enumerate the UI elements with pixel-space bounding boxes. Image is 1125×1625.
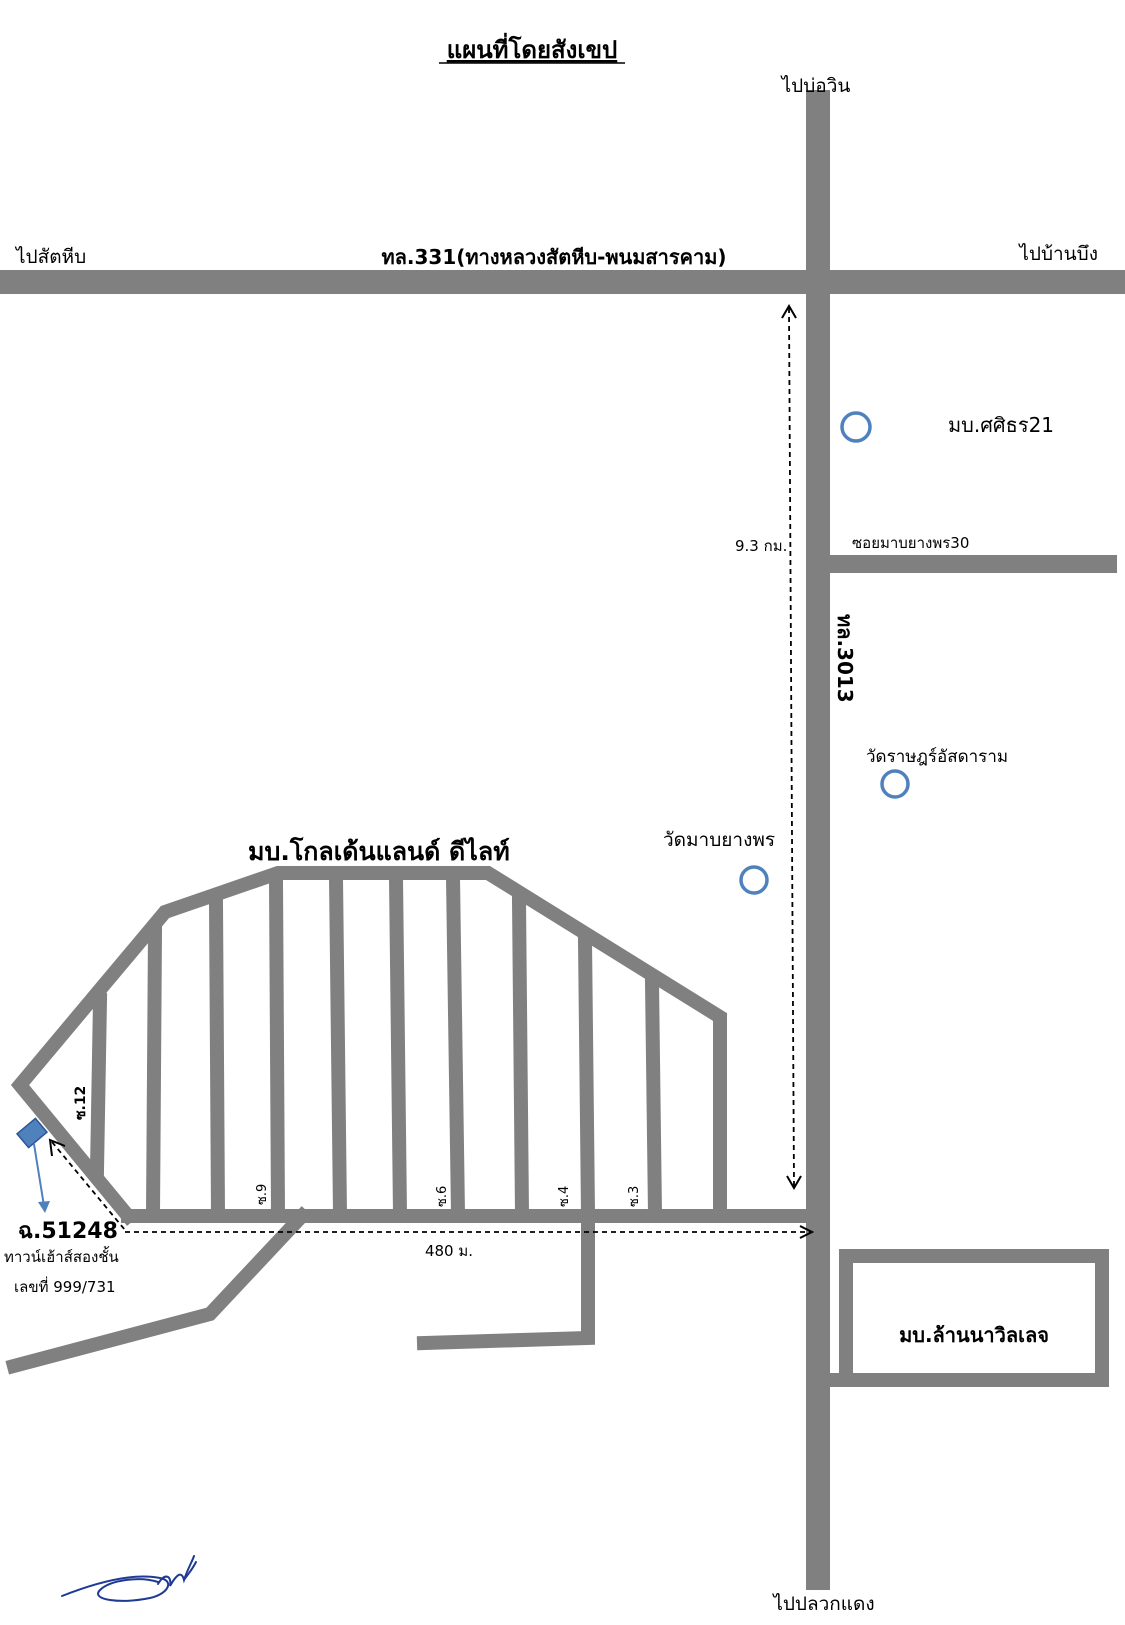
arrow-head-down [786, 1175, 802, 1190]
label-village-sirin: มบ.ศศิธร21 [948, 413, 1054, 437]
marker-pointer-head [38, 1201, 50, 1213]
road-southwest [5, 1206, 312, 1375]
label-property-type: ทาวน์เฮ้าส์สองชั้น [4, 1246, 119, 1266]
soi-line [208, 895, 226, 1222]
property-marker [15, 1117, 50, 1213]
circle-icon [739, 865, 769, 895]
village-sois [89, 870, 663, 1222]
label-soi-12: ซ.12 [73, 1086, 89, 1120]
soi-line [511, 892, 530, 1222]
soi-line [268, 873, 286, 1222]
circle-icon [840, 411, 872, 443]
direction-north: ไปบ่อวิน [780, 75, 851, 97]
label-soi-3: ซ.3 [627, 1186, 642, 1207]
arrow-head-diagonal [48, 1138, 66, 1157]
label-village-golden-land: มบ.โกลเด้นแลนด์ ดีไลท์ [248, 836, 510, 866]
label-highway-3013: ทล.3013 [833, 614, 857, 703]
direction-west: ไปสัตหีบ [14, 246, 86, 268]
label-highway-331: ทล.331(ทางหลวงสัตหีบ-พนมสารคาม) [381, 245, 726, 269]
arrow-head-right [799, 1225, 815, 1239]
square-marker-icon [15, 1117, 49, 1149]
distance-diagonal-line [51, 1141, 126, 1231]
label-soi-4: ซ.4 [557, 1186, 572, 1207]
road-lanna-village-block [839, 1249, 1109, 1387]
signature-stroke [61, 1575, 170, 1602]
soi-line [145, 922, 163, 1222]
arrow-head-up [781, 304, 797, 319]
label-wat-mabyangporn: วัดมาบยางพร [663, 829, 775, 851]
circle-icon [880, 769, 910, 799]
signature-stroke [157, 1555, 195, 1587]
label-distance-horizontal: 480 ม. [425, 1242, 473, 1260]
points-of-interest [739, 411, 910, 895]
page-title: แผนที่โดยสังเขป [447, 32, 618, 64]
marker-pointer-line [33, 1143, 45, 1207]
soi-line [445, 870, 466, 1222]
soi-line [89, 992, 108, 1178]
label-village-lanna: มบ.ล้านนาวิลเลจ [899, 1323, 1049, 1347]
roads [0, 90, 1125, 1590]
label-property-number: เลขที่ 999/731 [14, 1276, 116, 1296]
signature [61, 1555, 197, 1602]
label-soi-6: ซ.6 [435, 1186, 450, 1207]
label-soi-mabyangporn-30: ซอยมาบยางพร30 [852, 534, 969, 552]
direction-east: ไปบ้านบึง [1017, 243, 1098, 265]
soi-line [644, 974, 663, 1222]
road-golden-land-outline [10, 866, 727, 1226]
labels: แผนที่โดยสังเขป ไปบ่อวิน ไปสัตหีบ ไปบ้าน… [4, 32, 1098, 1615]
label-distance-vertical: 9.3 กม. [735, 537, 787, 555]
soi-line [388, 870, 408, 1222]
label-property-code: ฉ.51248 [18, 1219, 118, 1244]
label-wat-rat: วัดราษฎร์อัสดาราม [866, 747, 1008, 767]
signature-stroke [183, 1561, 197, 1581]
road-south-loop [416, 1209, 595, 1351]
label-soi-9: ซ.9 [255, 1184, 270, 1205]
distance-vertical-line [788, 307, 795, 1187]
soi-line [328, 870, 348, 1222]
soi-line [577, 932, 596, 1222]
dimensions [48, 304, 815, 1239]
direction-south: ไปปลวกแดง [771, 1593, 874, 1615]
